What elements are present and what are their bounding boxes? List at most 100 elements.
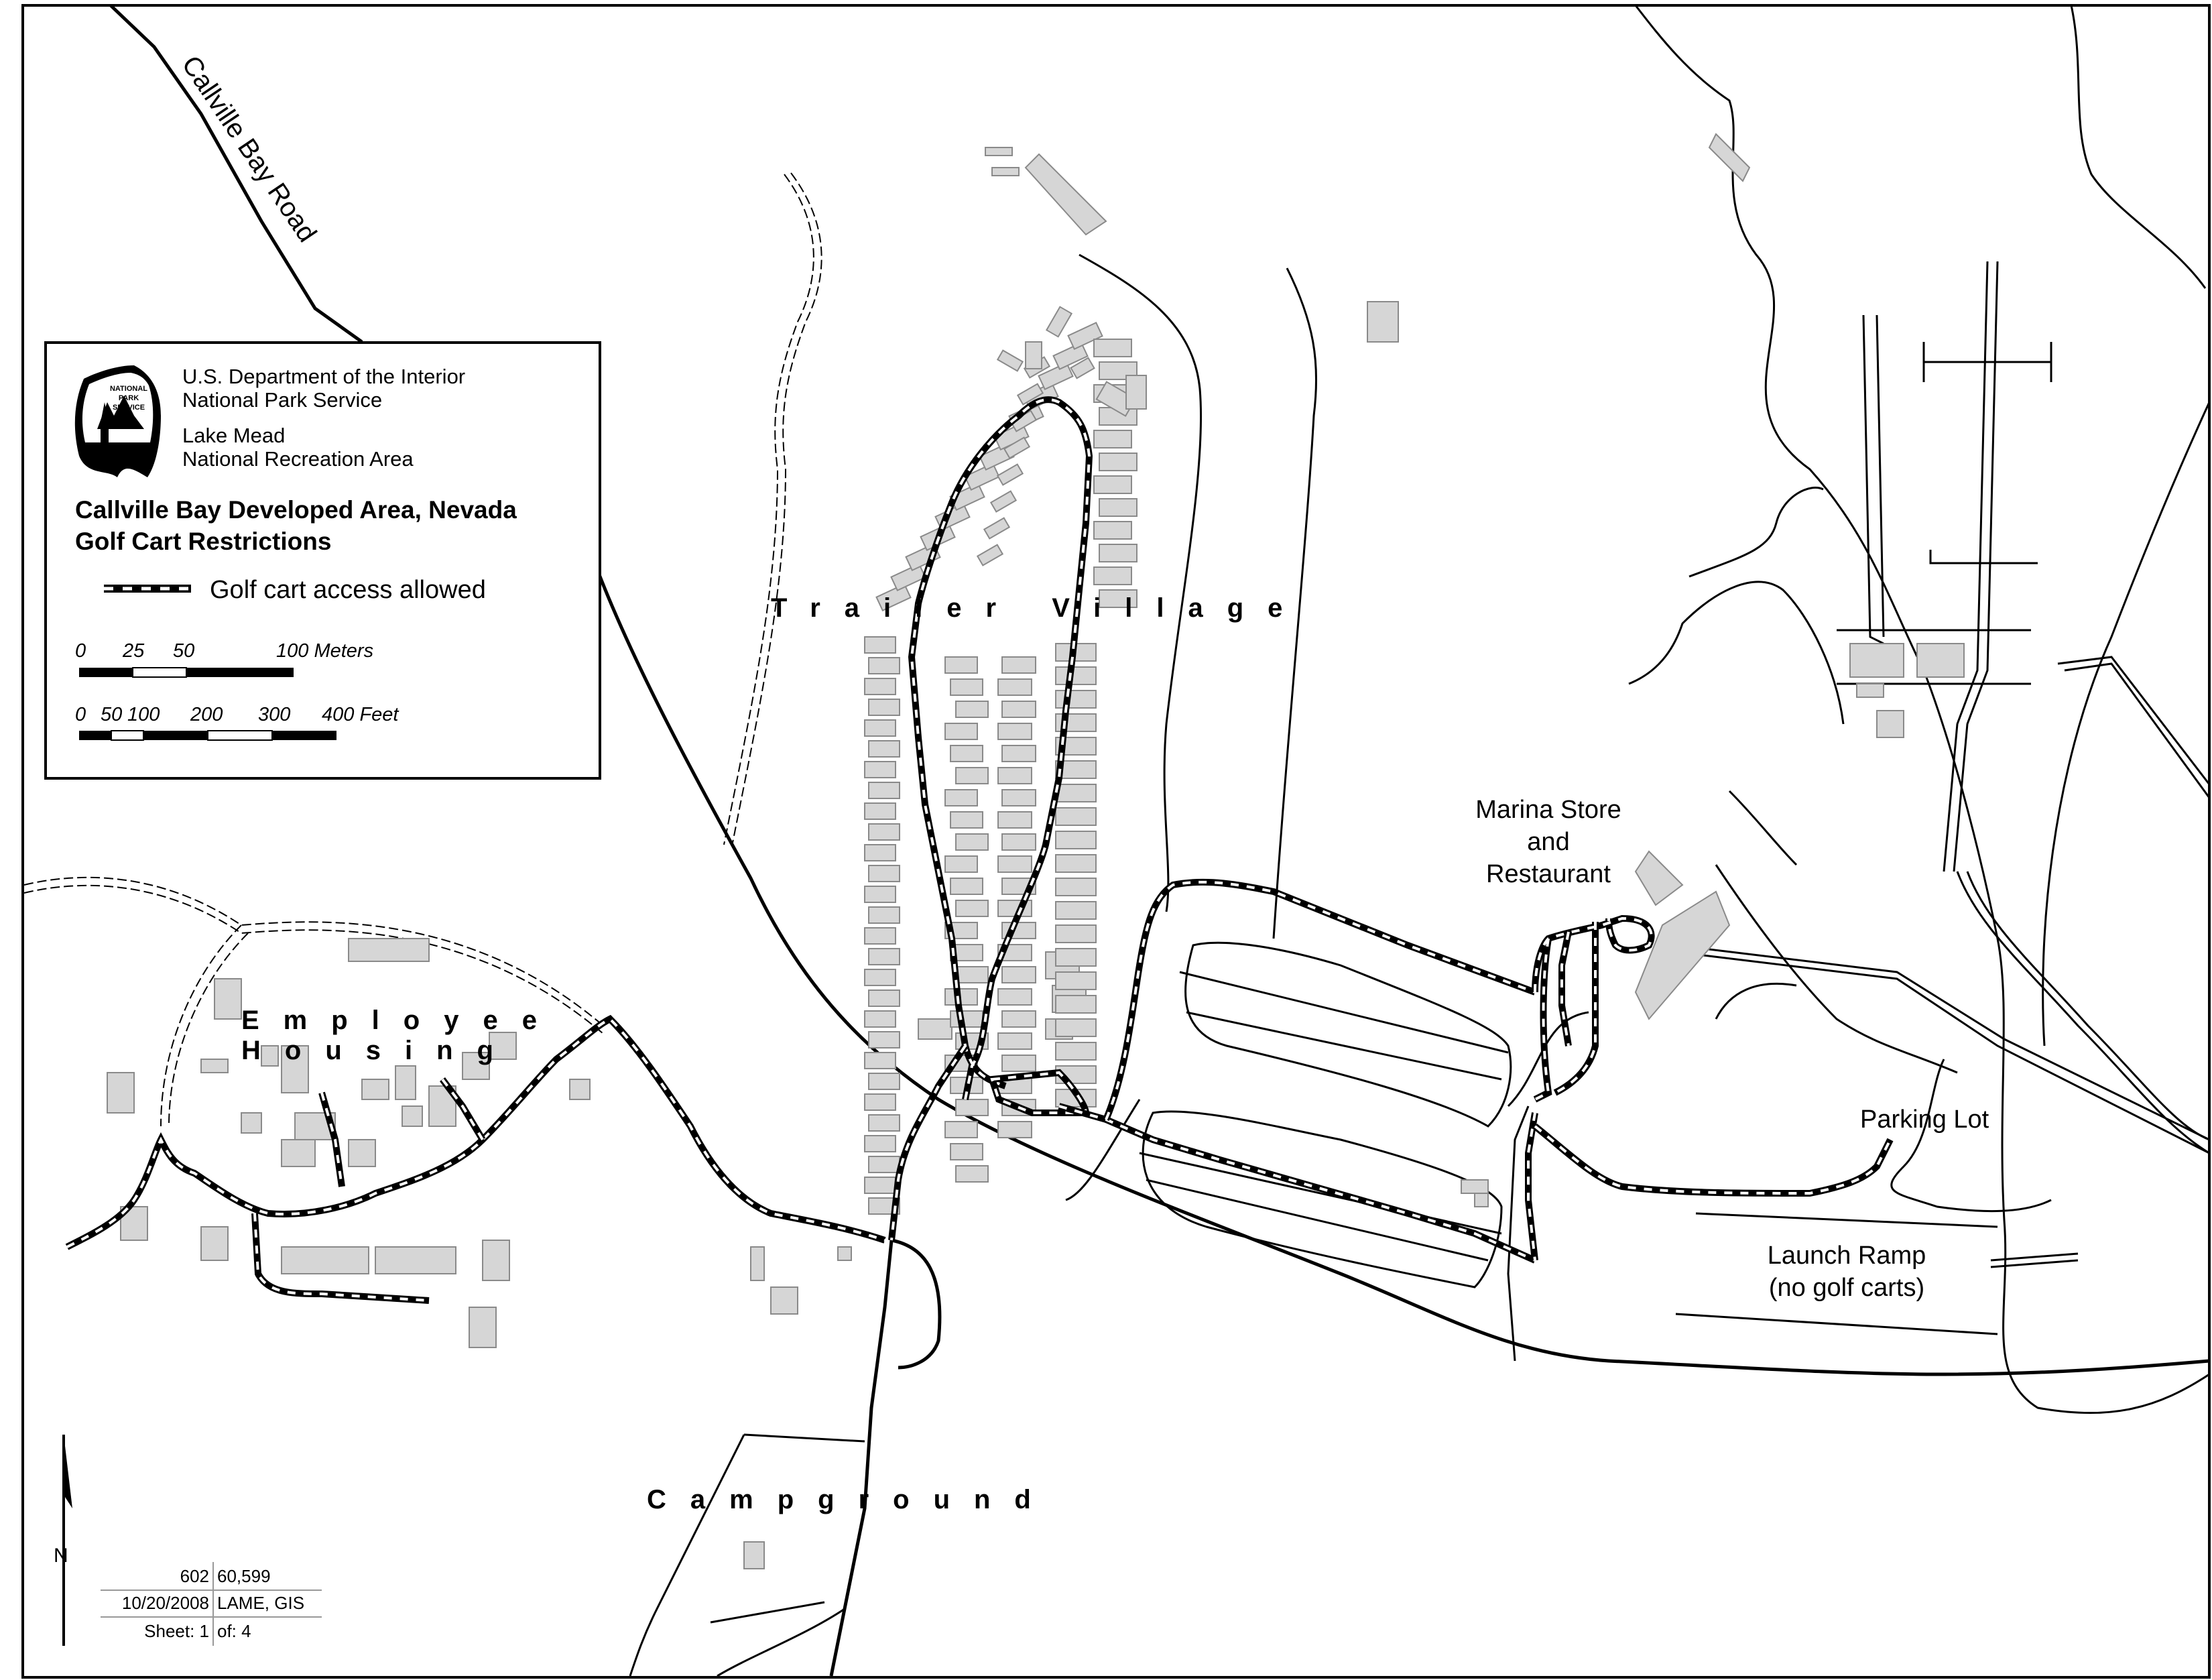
trailer-lot — [1055, 971, 1097, 990]
scale-f-tick-400: 400 Feet — [322, 704, 400, 725]
scale-bar-feet: 0 50 100 200 300 400 Feet — [75, 704, 400, 741]
trailer-lot — [955, 701, 989, 718]
marina-label-line2: and — [1527, 828, 1569, 856]
info-cell-r3c1: Sheet: 1 — [144, 1621, 209, 1641]
trailer-lot — [1001, 833, 1036, 851]
info-cell-r1c1: 602 — [180, 1566, 209, 1586]
info-cell-r2c2: LAME, GIS — [217, 1593, 304, 1613]
trailer-lot — [996, 349, 1024, 372]
trailer-lot — [864, 761, 896, 778]
trailer-lot — [997, 811, 1032, 829]
trailer-lot — [864, 678, 896, 695]
trailer-lot — [1055, 784, 1097, 802]
trailer-lot — [1055, 690, 1097, 709]
trailer-lot — [1055, 831, 1097, 849]
trailer-lot — [944, 656, 978, 674]
trailer-lot — [864, 1052, 896, 1069]
map-frame — [21, 4, 2211, 1679]
shoreline-lines — [1628, 5, 2211, 1415]
area-label-campground: Campground — [647, 1485, 1055, 1514]
trailer-lot — [1045, 306, 1073, 338]
golf-cart-path-5 — [1103, 878, 1536, 1121]
main-roads — [109, 4, 2210, 1677]
trailer-lot — [864, 719, 896, 737]
trailer-lot — [950, 1143, 983, 1160]
trailer-lot — [983, 517, 1011, 540]
trailer-lot — [1016, 383, 1044, 406]
legend-title-line1: Callville Bay Developed Area, Nevada — [75, 496, 517, 524]
golf-cart-path-8 — [1532, 1124, 1894, 1197]
agency-line2: National Park Service — [182, 388, 382, 412]
parking-loops — [1139, 941, 1512, 1288]
golf-cart-path-7 — [1525, 1112, 1538, 1261]
trailer-lot — [864, 636, 896, 654]
trailer-lot — [950, 811, 983, 829]
trailer-lot — [868, 740, 900, 758]
trailer-lot — [868, 699, 900, 716]
trailer-lot — [976, 544, 1004, 566]
area-label-trailer-village: Trailer Village — [771, 593, 1306, 623]
trailer-lot — [955, 1099, 989, 1116]
trailer-lot — [868, 989, 900, 1007]
scale-m-tick-0: 0 — [75, 640, 86, 662]
scale-f-tick-100: 100 — [127, 704, 160, 725]
north-arrow: N — [54, 1435, 72, 1646]
dirt-roads — [23, 172, 822, 1127]
trailer-lot — [868, 657, 900, 674]
trailer-lot — [864, 886, 896, 903]
golf-cart-path-1 — [908, 396, 1093, 1100]
trailer-lot — [868, 823, 900, 841]
golf-cart-path-4 — [1058, 1103, 1537, 1264]
trailer-lot — [955, 1165, 989, 1183]
trailer-lot — [864, 1093, 896, 1111]
trailer-lot — [890, 562, 926, 592]
trailer-lot — [1099, 589, 1138, 608]
trailer-lot — [1099, 498, 1138, 517]
trailer-lot — [868, 1156, 900, 1173]
trailer-lot — [1099, 544, 1138, 562]
trailer-lot — [1055, 948, 1097, 967]
trailer-lot — [864, 1010, 896, 1028]
area-label-housing: Housing — [241, 1036, 517, 1065]
scale-bar-meters: 0 25 50 100 Meters — [75, 640, 373, 678]
legend-cart-label: Golf cart access allowed — [210, 576, 486, 604]
trailer-lot — [864, 802, 896, 820]
trailer-lot — [864, 1177, 896, 1194]
trailer-lot — [1055, 666, 1097, 685]
scale-f-tick-0: 0 — [75, 704, 86, 725]
legend-title-line2: Golf Cart Restrictions — [75, 528, 331, 555]
parking-lot-label: Parking Lot — [1860, 1105, 1989, 1134]
trailer-lot — [875, 583, 912, 612]
golf-cart-path-3 — [987, 1069, 1090, 1116]
scale-f-tick-50: 50 — [101, 704, 122, 725]
park-line2: National Recreation Area — [182, 447, 414, 471]
trailer-lot — [864, 969, 896, 986]
trailer-lot — [989, 490, 1018, 513]
trailer-lot — [997, 988, 1032, 1006]
trailer-lot — [955, 966, 989, 983]
legend-box: NATIONAL PARK SERVICE U.S. Department of… — [44, 341, 601, 780]
trailer-lot — [1001, 745, 1036, 762]
trailer-lot — [868, 906, 900, 924]
info-block: 602 60,599 10/20/2008 LAME, GIS Sheet: 1… — [101, 1562, 322, 1646]
trailer-lot — [950, 678, 983, 696]
trailer-lot — [1093, 566, 1132, 585]
scale-m-tick-50: 50 — [173, 640, 194, 662]
info-cell-r3c2: of: 4 — [217, 1621, 251, 1641]
trailer-lot — [1003, 436, 1031, 459]
trailer-lot — [944, 723, 978, 740]
trailer-lot — [996, 463, 1024, 486]
trailer-lot — [950, 745, 983, 762]
golf-cart-paths — [65, 396, 1894, 1304]
map-labels: Callville Bay Road Trailer Village Emplo… — [176, 50, 1989, 1514]
trailer-lot — [1055, 924, 1097, 943]
trailer-lot — [1093, 475, 1132, 494]
golf-cart-path-11 — [318, 1091, 345, 1187]
marina-docks — [1675, 261, 2211, 1268]
trailer-lot — [868, 1031, 900, 1048]
logo-text-service: SERVICE — [113, 404, 145, 412]
trailer-lot — [1070, 357, 1095, 379]
launch-ramp-label-line2: (no golf carts) — [1769, 1274, 1924, 1302]
trailer-lot — [868, 782, 900, 799]
